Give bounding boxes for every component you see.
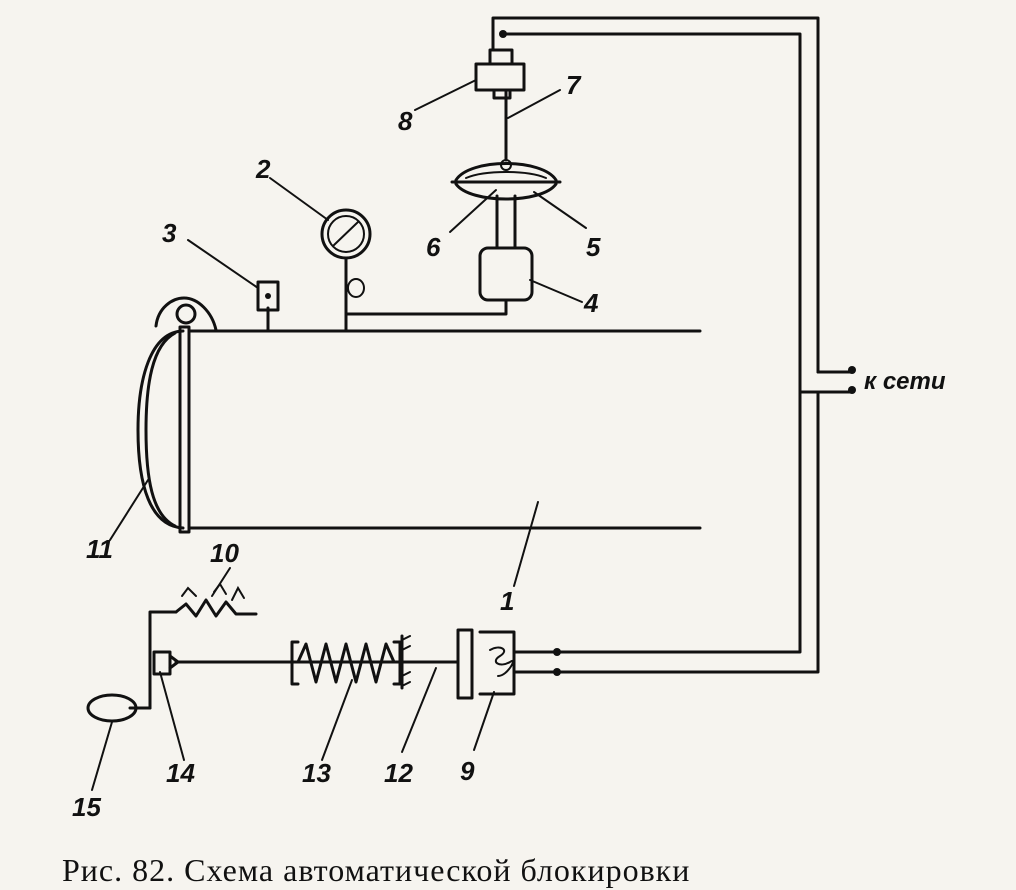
label-15: 15 xyxy=(72,792,101,822)
leader-lines xyxy=(91,79,587,791)
door-hinge xyxy=(154,296,218,332)
hinge-pin xyxy=(175,303,197,325)
network-label: к сети xyxy=(864,368,946,395)
latch-assembly xyxy=(86,582,258,723)
locking-rod xyxy=(174,634,460,690)
label-5: 5 xyxy=(586,232,601,262)
label-3: 3 xyxy=(162,218,177,248)
vessel-door xyxy=(136,325,191,534)
label-14: 14 xyxy=(166,758,195,788)
label-9: 9 xyxy=(460,756,475,786)
label-1: 1 xyxy=(500,586,514,616)
label-12: 12 xyxy=(384,758,413,788)
microswitch xyxy=(474,30,526,100)
electromagnet xyxy=(456,628,522,700)
pressure-gauge xyxy=(320,208,372,333)
figure-caption: Рис. 82. Схема автоматической блокировки xyxy=(62,852,691,888)
label-13: 13 xyxy=(302,758,331,788)
label-4: 4 xyxy=(583,288,599,318)
membrane-relay xyxy=(450,159,562,250)
safety-valve xyxy=(256,280,280,333)
label-10: 10 xyxy=(210,538,239,568)
label-7: 7 xyxy=(566,70,582,100)
label-6: 6 xyxy=(426,232,441,262)
label-11: 11 xyxy=(86,534,113,564)
electrical-wiring xyxy=(491,16,856,676)
pressure-chamber xyxy=(478,246,534,302)
vessel-body xyxy=(188,329,702,530)
label-2: 2 xyxy=(255,154,271,184)
pressure-pipe xyxy=(344,298,508,316)
label-8: 8 xyxy=(398,106,413,136)
